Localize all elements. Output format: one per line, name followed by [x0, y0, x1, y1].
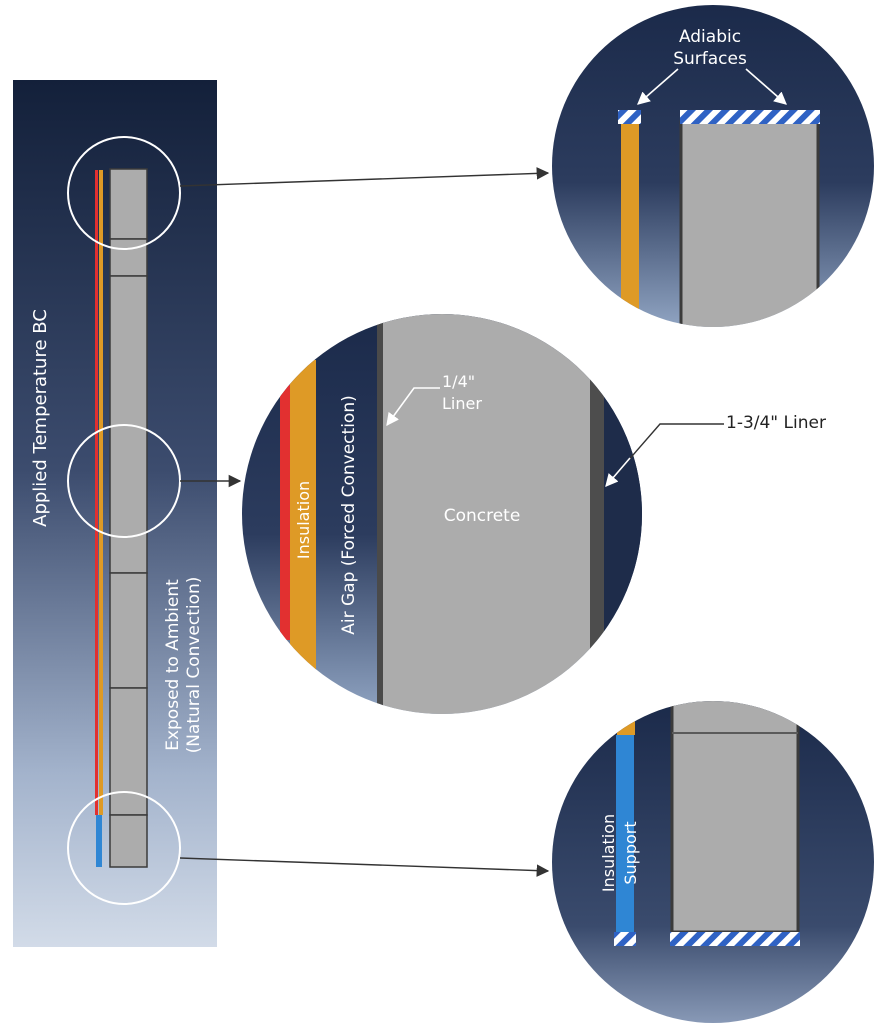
insulation-label: Insulation: [294, 481, 313, 559]
detail-middle: Insulation Air Gap (Forced Convection) C…: [242, 314, 642, 714]
concrete-bottom: [670, 701, 800, 934]
applied-temperature-strip: [95, 170, 98, 815]
quarter-liner-label-2: Liner: [442, 394, 482, 413]
exposed-ambient-label-2: (Natural Convection): [184, 577, 204, 754]
concrete-column: [109, 168, 148, 868]
zoom-circle-top: [67, 136, 181, 250]
applied-temperature-strip-mid: [280, 385, 290, 640]
insulation-support-label-2: Support: [621, 821, 640, 884]
concrete-mid: [383, 314, 590, 714]
insulation-strip-bottom: [617, 701, 635, 735]
quarter-liner-label-1: 1/4": [442, 372, 475, 391]
insulation-strip-mid: [290, 360, 316, 680]
applied-bc-label: Applied Temperature BC: [30, 309, 51, 527]
insulation-support-bottom: [616, 735, 634, 933]
insulation-support-label-1: Insulation: [599, 814, 618, 892]
connector-arrows: [179, 167, 550, 877]
zoom-circle-bottom: [67, 791, 181, 905]
adiabatic-hatch-left: [618, 110, 641, 124]
insulation-support-strip: [96, 815, 102, 867]
adiabatic-hatch-bottom-left: [614, 932, 636, 946]
adiabatic-hatch-right: [680, 110, 820, 124]
overview-panel: Applied Temperature BC Exposed to Ambien…: [13, 80, 217, 947]
quarter-liner: [377, 314, 383, 714]
insulation-strip-top: [621, 122, 639, 327]
insulation-strip: [99, 170, 103, 815]
concrete-top: [679, 120, 820, 327]
adiabic-label-2: Surfaces: [673, 49, 747, 69]
detail-bottom: Insulation Support: [552, 701, 874, 1023]
detail-top: Adiabic Surfaces: [552, 5, 874, 327]
thick-liner: [590, 314, 604, 714]
concrete-label: Concrete: [444, 506, 521, 526]
thick-liner-callout: 1-3/4" Liner: [605, 413, 826, 487]
adiabic-label-1: Adiabic: [679, 27, 741, 47]
exposed-ambient-label-1: Exposed to Ambient: [163, 579, 183, 751]
thick-liner-label: 1-3/4" Liner: [726, 413, 826, 433]
air-gap-label: Air Gap (Forced Convection): [339, 395, 359, 634]
adiabatic-hatch-bottom-right: [670, 932, 800, 946]
